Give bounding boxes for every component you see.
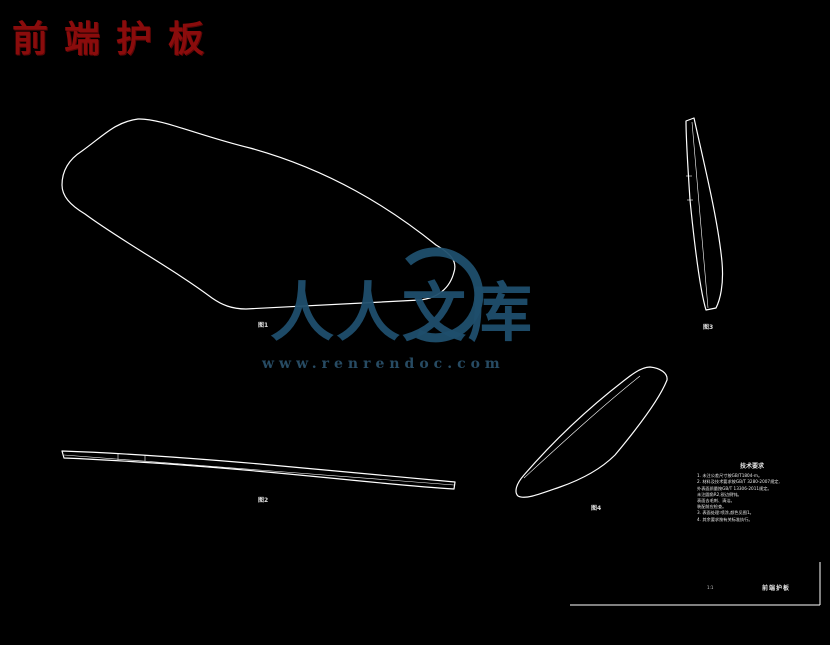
title-block-scale: 1:1 [707, 585, 714, 590]
side-view-outline [61, 450, 456, 490]
notes-line: 外表面质量按GB/T 13306-2011规定。 [697, 485, 772, 491]
notes-line: 装配前应检查。 [697, 504, 727, 510]
view-label-side: 图2 [258, 497, 269, 504]
watermark-logo-icon [405, 247, 484, 343]
end-view-outline [685, 117, 724, 311]
title-block-part-name: 前端护板 [762, 585, 791, 592]
view-label-oblique: 图4 [591, 505, 602, 512]
watermark-site: www.renrendoc.com [262, 356, 505, 372]
notes-line: 4. 其余要求按有关标准执行。 [697, 516, 753, 522]
notes-line: 表面去毛刺、清洁。 [697, 498, 735, 504]
technical-notes: 技术要求 1. 未注公差尺寸按GB/T1804-m。 2. 材料及技术要求按GB… [697, 463, 807, 523]
view-label-main: 图1 [258, 322, 269, 329]
notes-line: 1. 未注公差尺寸按GB/T1804-m。 [697, 473, 763, 479]
main-view-outline [61, 118, 456, 310]
notes-title: 技术要求 [739, 463, 764, 470]
notes-line: 未注圆角R2,锐边倒钝。 [697, 491, 742, 497]
notes-line: 2. 材料及技术要求按GB/T 3280-2007规定, [697, 479, 780, 485]
oblique-view-outline [515, 366, 668, 498]
watermark-brand: 人人文库 [270, 277, 534, 351]
view-label-end: 图3 [703, 324, 714, 331]
drawing-title: 前端护板 [12, 18, 221, 60]
notes-line: 3. 表面处理:喷涂,颜色见图1。 [697, 510, 754, 516]
